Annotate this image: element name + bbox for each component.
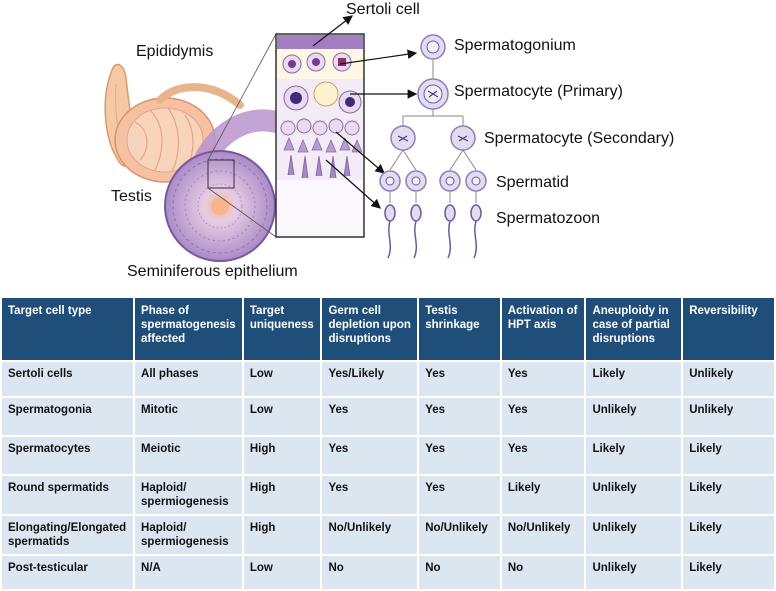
header-germ-cell-depletion: Germ cell depletion upon disruptions bbox=[322, 298, 418, 360]
cell-hpt-axis: No bbox=[501, 556, 585, 590]
cell-hpt-axis: Yes bbox=[501, 362, 585, 396]
cell-target-uniqueness: High bbox=[243, 437, 321, 474]
cell-aneuploidy: Unlikely bbox=[586, 476, 682, 515]
cell-hpt-axis: Yes bbox=[501, 437, 585, 474]
cell-target-uniqueness: Low bbox=[243, 398, 321, 435]
header-hpt-axis: Activation of HPT axis bbox=[501, 298, 585, 360]
cell-testis-shrinkage: No/Unlikely bbox=[419, 516, 500, 555]
seminiferous-tubule-illustration bbox=[164, 33, 287, 262]
header-target-uniqueness: Target uniqueness bbox=[243, 298, 321, 360]
spermatogenesis-diagram: Sertoli cell Epididymis Testis Seminifer… bbox=[104, 1, 674, 280]
cell-testis-shrinkage: Yes bbox=[419, 362, 500, 396]
cell-reversibility: Unlikely bbox=[683, 362, 774, 396]
cell-reversibility: Unlikely bbox=[683, 398, 774, 435]
cell-target-cell-type: Spermatogonia bbox=[2, 398, 134, 435]
cell-target-cell-type: Post-testicular bbox=[2, 556, 134, 590]
spermatozoon-cells bbox=[384, 204, 482, 259]
header-target-cell-type: Target cell type bbox=[2, 298, 134, 360]
label-spermatocyte-secondary: Spermatocyte (Secondary) bbox=[484, 130, 674, 147]
cell-germ-cell-depletion: Yes bbox=[322, 437, 418, 474]
cell-target-uniqueness: High bbox=[243, 516, 321, 555]
cell-testis-shrinkage: Yes bbox=[419, 476, 500, 515]
cell-testis-shrinkage: Yes bbox=[419, 437, 500, 474]
table-row: Spermatogonia Mitotic Low Yes Yes Yes Un… bbox=[2, 398, 774, 435]
cell-aneuploidy: Unlikely bbox=[586, 398, 682, 435]
header-testis-shrinkage: Testis shrinkage bbox=[419, 298, 500, 360]
spermatocyte-secondary-cells bbox=[390, 125, 476, 151]
cell-germ-cell-depletion: No/Unlikely bbox=[322, 516, 418, 555]
cell-germ-cell-depletion: Yes bbox=[322, 476, 418, 515]
cell-phase: Mitotic bbox=[135, 398, 242, 435]
cell-phase: N/A bbox=[135, 556, 242, 590]
spermatocyte-primary-cell bbox=[417, 78, 449, 110]
label-spermatid: Spermatid bbox=[496, 174, 569, 191]
epithelium-magnified-panel bbox=[275, 33, 365, 238]
header-phase: Phase of spermatogenesis affected bbox=[135, 298, 242, 360]
table-row: Post-testicular N/A Low No No No Unlikel… bbox=[2, 556, 774, 590]
cell-target-uniqueness: Low bbox=[243, 556, 321, 590]
cell-target-uniqueness: High bbox=[243, 476, 321, 515]
spermatogonium-cell bbox=[420, 34, 446, 60]
label-epididymis: Epididymis bbox=[136, 43, 213, 60]
label-spermatocyte-primary: Spermatocyte (Primary) bbox=[454, 83, 623, 100]
cell-reversibility: Likely bbox=[683, 476, 774, 515]
table-row: Spermatocytes Meiotic High Yes Yes Yes L… bbox=[2, 437, 774, 474]
cell-germ-cell-depletion: Yes/Likely bbox=[322, 362, 418, 396]
label-spermatogonium: Spermatogonium bbox=[454, 37, 576, 54]
cell-aneuploidy: Likely bbox=[586, 437, 682, 474]
table-header-row: Target cell type Phase of spermatogenesi… bbox=[2, 298, 774, 360]
cell-reversibility: Likely bbox=[683, 556, 774, 590]
lineage-connectors bbox=[389, 60, 477, 203]
cell-hpt-axis: Likely bbox=[501, 476, 585, 515]
table-row: Round spermatids Haploid/ spermiogenesis… bbox=[2, 476, 774, 515]
cell-reversibility: Likely bbox=[683, 437, 774, 474]
cell-target-uniqueness: Low bbox=[243, 362, 321, 396]
cell-target-cell-type: Elongating/Elongated spermatids bbox=[2, 516, 134, 555]
cell-target-cell-type: Spermatocytes bbox=[2, 437, 134, 474]
spermatid-cells bbox=[379, 170, 487, 192]
label-spermatozoon: Spermatozoon bbox=[496, 210, 600, 227]
cell-germ-cell-depletion: No bbox=[322, 556, 418, 590]
cell-phase: Haploid/ spermiogenesis bbox=[135, 516, 242, 555]
cell-hpt-axis: No/Unlikely bbox=[501, 516, 585, 555]
target-cell-table: Target cell type Phase of spermatogenesi… bbox=[0, 296, 776, 591]
table-row: Elongating/Elongated spermatids Haploid/… bbox=[2, 516, 774, 555]
cell-testis-shrinkage: No bbox=[419, 556, 500, 590]
cell-reversibility: Likely bbox=[683, 516, 774, 555]
header-reversibility: Reversibility bbox=[683, 298, 774, 360]
cell-phase: Meiotic bbox=[135, 437, 242, 474]
cell-phase: All phases bbox=[135, 362, 242, 396]
cell-testis-shrinkage: Yes bbox=[419, 398, 500, 435]
label-sertoli-cell: Sertoli cell bbox=[346, 1, 420, 18]
cell-aneuploidy: Unlikely bbox=[586, 556, 682, 590]
cell-aneuploidy: Unlikely bbox=[586, 516, 682, 555]
cell-hpt-axis: Yes bbox=[501, 398, 585, 435]
header-aneuploidy: Aneuploidy in case of partial disruption… bbox=[586, 298, 682, 360]
cell-target-cell-type: Round spermatids bbox=[2, 476, 134, 515]
cell-target-cell-type: Sertoli cells bbox=[2, 362, 134, 396]
table-row: Sertoli cells All phases Low Yes/Likely … bbox=[2, 362, 774, 396]
annotation-arrows bbox=[312, 15, 418, 209]
cell-germ-cell-depletion: Yes bbox=[322, 398, 418, 435]
cell-phase: Haploid/ spermiogenesis bbox=[135, 476, 242, 515]
cell-aneuploidy: Likely bbox=[586, 362, 682, 396]
label-testis: Testis bbox=[111, 188, 152, 205]
label-seminiferous-epithelium: Seminiferous epithelium bbox=[127, 263, 298, 280]
